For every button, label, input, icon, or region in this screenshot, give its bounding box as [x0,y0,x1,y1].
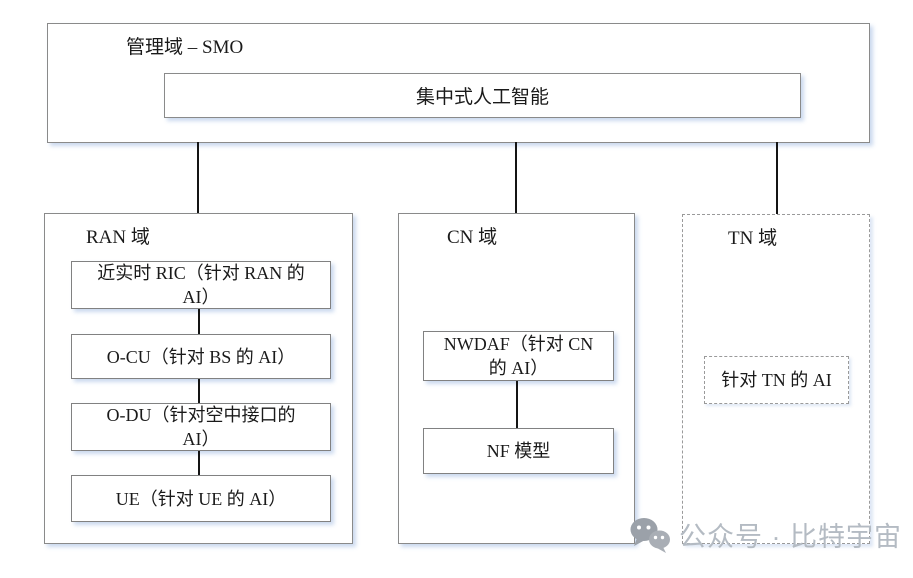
ran-node-ue: UE（针对 UE 的 AI） [71,475,331,522]
cn-domain-label: CN 域 [447,227,498,248]
ran-node-o-cu: O-CU（针对 BS 的 AI） [71,334,331,379]
connector-ric-ocu [198,309,200,334]
smo-domain-label: 管理域 – SMO [126,37,244,58]
connector-odu-ue [198,451,200,475]
ran-domain-box: RAN 域 近实时 RIC（针对 RAN 的 AI） O-CU（针对 BS 的 … [44,213,353,544]
central-ai-box: 集中式人工智能 [164,73,801,118]
connector-smo-ran [197,142,199,213]
connector-ocu-odu [198,379,200,403]
cn-node-nwdaf: NWDAF（针对 CN 的 AI） [423,331,614,381]
connector-smo-tn [776,142,778,214]
cn-domain-box: CN 域 NWDAF（针对 CN 的 AI） NF 模型 [398,213,635,544]
central-ai-label: 集中式人工智能 [415,87,549,108]
ran-domain-label: RAN 域 [86,227,150,248]
ran-node-near-rt-ric: 近实时 RIC（针对 RAN 的 AI） [71,261,331,309]
cn-node-nf-model: NF 模型 [423,428,614,474]
tn-domain-label: TN 域 [728,228,778,249]
tn-node-ai: 针对 TN 的 AI [704,356,849,404]
smo-domain-box: 管理域 – SMO 集中式人工智能 [47,23,870,143]
tn-domain-box: TN 域 针对 TN 的 AI [682,214,870,544]
connector-smo-cn [515,142,517,213]
ran-node-o-du: O-DU（针对空中接口的 AI） [71,403,331,451]
connector-nwdaf-nf [516,381,518,428]
